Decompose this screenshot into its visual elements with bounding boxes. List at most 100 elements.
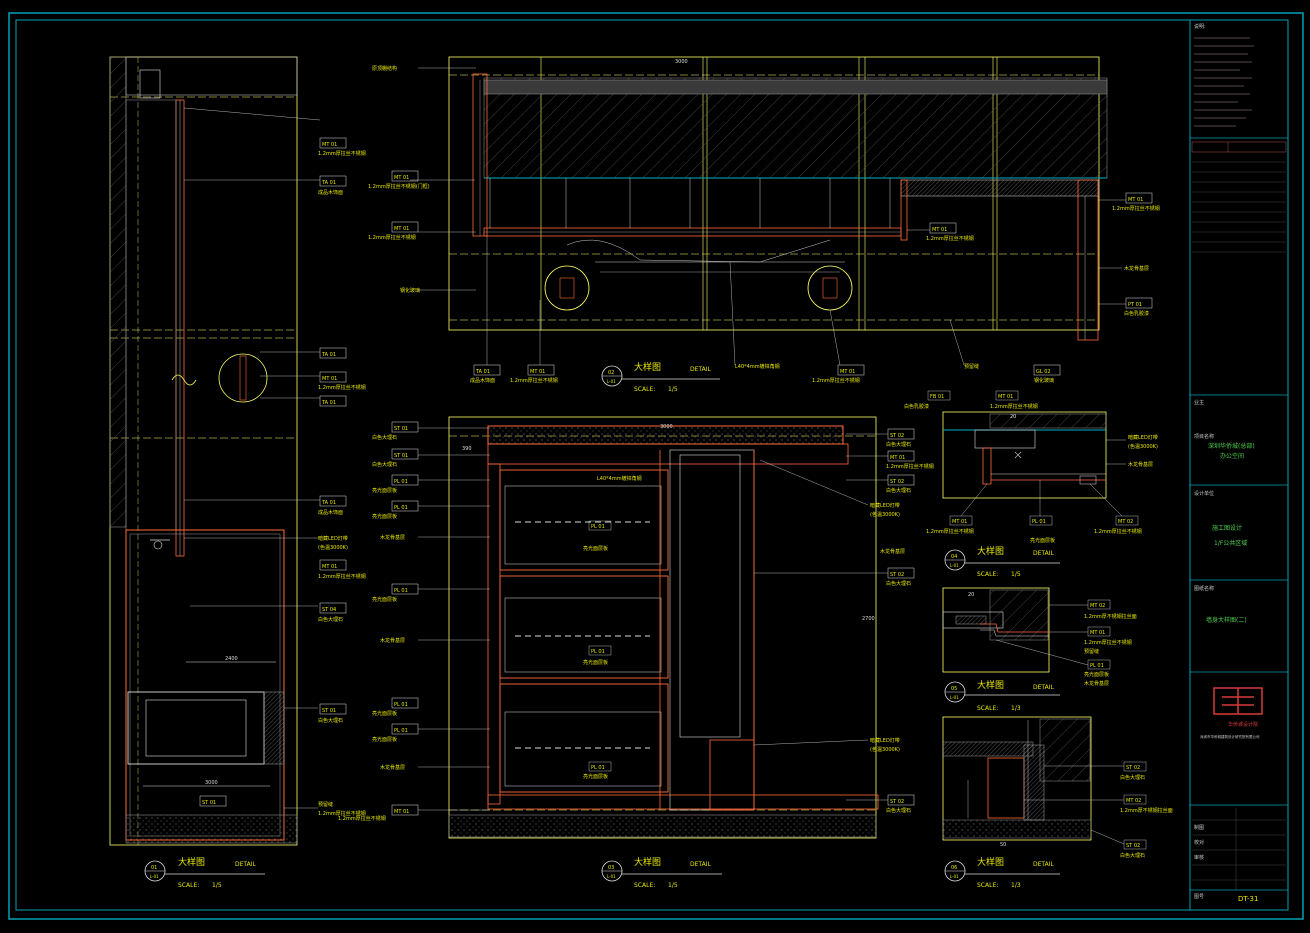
d03-drawer3-note: 亮光面层板 bbox=[583, 773, 608, 780]
tb-designer-label: 设计单位 bbox=[1194, 490, 1214, 497]
d05-tag-mt02: MT 02 bbox=[1090, 603, 1105, 609]
d01-tag-st04: ST 04 bbox=[322, 607, 336, 613]
d02-note-ta: 成品木饰面 bbox=[470, 377, 495, 384]
d03-note-backing2: 木龙骨基层 bbox=[380, 637, 405, 644]
d05-sheet: L-01 bbox=[950, 695, 959, 700]
d03-note-st4: 白色大理石 bbox=[886, 487, 911, 494]
d01-note-mt01c: 1.2mm厚拉丝不锈钢 bbox=[318, 573, 366, 580]
company-logo bbox=[1213, 687, 1263, 715]
d05-note-backing: 木龙骨基层 bbox=[1084, 680, 1109, 687]
d03-note-led-temp2: (色温3000K) bbox=[870, 746, 900, 753]
d05-note-mt01: 1.2mm厚不锈钢拉丝面 bbox=[1084, 613, 1137, 620]
sheet-frame-inner bbox=[15, 19, 1289, 911]
detail-03-title: 03 L-01 大样图 DETAIL SCALE: 1/5 bbox=[601, 856, 722, 889]
d05-dim: 20 bbox=[968, 592, 974, 598]
detail-02-drawing: 3000 bbox=[448, 56, 1108, 341]
d02-note-mt01c: 1.2mm厚拉丝不锈钢 bbox=[510, 377, 558, 384]
d03-note-pl3: 亮光面层板 bbox=[372, 596, 397, 603]
d01-tag-mt01: MT 01 bbox=[322, 142, 337, 148]
d03-note-st3: 白色大理石 bbox=[886, 441, 911, 448]
d05-title-en: DETAIL bbox=[1033, 684, 1054, 691]
d02-tag-pt01: PT 01 bbox=[1128, 302, 1142, 308]
d01-note-st: 白色大理石 bbox=[318, 616, 343, 623]
tb-sheet-label: 图号 bbox=[1194, 894, 1204, 900]
svg-text:原顶棚结构: 原顶棚结构 bbox=[372, 65, 397, 72]
d01-note-mt01d: 1.2mm厚拉丝不锈钢 bbox=[318, 810, 366, 817]
d03-note-pl: 亮光面层板 bbox=[372, 487, 397, 494]
detail-01-title: 01 L-01 大样图 DETAIL SCALE: 1/5 bbox=[144, 856, 265, 889]
d05-tag-pl01: PL 01 bbox=[1090, 663, 1104, 669]
d01-tag-ta01b: TA 01 bbox=[321, 352, 336, 358]
d04-scale: 1/5 bbox=[1011, 571, 1021, 578]
d03-note-backing3: 木龙骨基层 bbox=[380, 764, 405, 771]
d04-note-pl: 亮光面层板 bbox=[1030, 537, 1055, 544]
detail-05-callouts: MT 02 1.2mm厚不锈钢拉丝面 MT 01 1.2mm厚拉丝不锈钢 预留缝… bbox=[995, 599, 1137, 687]
d03-tag-st01b: ST 01 bbox=[394, 453, 408, 459]
detail-03-callouts: ST 01 白色大理石 ST 01 白色大理石 PL 01 亮光面层板 PL 0… bbox=[338, 421, 934, 822]
d02-tag-mt01f: MT 01 bbox=[1128, 197, 1143, 203]
d01-dim-w: 2400 bbox=[225, 656, 238, 662]
d04-tag-pl01: PL 01 bbox=[1032, 519, 1046, 525]
d01-note-mt01b: 1.2mm厚拉丝不锈钢 bbox=[318, 384, 366, 391]
d04-tag-fb01: FB 01 bbox=[930, 394, 944, 400]
d03-drawer3-tag: PL 01 bbox=[591, 765, 605, 771]
d02-tag-mt01b: MT 01 bbox=[394, 226, 409, 232]
d01-num: 01 bbox=[151, 865, 157, 871]
d01-tag-ta01d: TA 01 bbox=[321, 500, 336, 506]
d02-note-door: 1.2mm厚拉丝不锈钢(门框) bbox=[368, 183, 430, 190]
d01-note-led: 暗藏LED灯带 bbox=[318, 535, 348, 542]
d01-scale: 1/5 bbox=[212, 882, 222, 889]
detail-05-title: 05 L-01 大样图 DETAIL SCALE: 1/3 bbox=[944, 679, 1060, 712]
d02-note-seam: 预留缝 bbox=[964, 363, 979, 370]
d05-title-cn: 大样图 bbox=[977, 679, 1004, 691]
d04-tag-mt01b: MT 01 bbox=[952, 519, 967, 525]
detail-04-callouts: FB 01 白色乳胶漆 MT 01 1.2mm厚拉丝不锈钢 暗藏LED灯带 (色… bbox=[904, 390, 1158, 544]
d03-sheet: L-01 bbox=[607, 874, 616, 879]
d03-tag-st02c: ST 02 bbox=[890, 572, 904, 578]
detail-03-drawing: PL 01 亮光面层板 PL 01 亮光面层板 PL 01 亮光面层板 L40*… bbox=[448, 416, 879, 839]
d03-drawer2-note: 亮光面层板 bbox=[583, 659, 608, 666]
detail-02-title: 02 L-01 大样图 DETAIL SCALE: 1/5 bbox=[601, 361, 720, 393]
d05-note-seam: 预留缝 bbox=[1084, 648, 1099, 655]
detail-06-drawing: 50 bbox=[942, 716, 1092, 848]
d06-scale-label: SCALE: bbox=[977, 882, 998, 889]
d03-note-pl4: 亮光面层板 bbox=[372, 710, 397, 717]
d03-tag-st02d: ST 02 bbox=[890, 799, 904, 805]
detail-04-drawing: 20 bbox=[942, 411, 1107, 499]
d01-tag-ta01: TA 01 bbox=[321, 180, 336, 186]
d03-note-st5: 白色大理石 bbox=[886, 580, 911, 587]
d01-tag-mt01b: MT 01 bbox=[322, 376, 337, 382]
d03-note-pl2: 亮光面层板 bbox=[372, 513, 397, 520]
d03-note-st2: 白色大理石 bbox=[372, 461, 397, 468]
d02-note-glass: 钢化玻璃 bbox=[400, 287, 420, 294]
d04-dim: 20 bbox=[1010, 414, 1016, 420]
d03-dim-b: 2700 bbox=[862, 616, 875, 622]
d04-tag-mt01: MT 01 bbox=[998, 394, 1013, 400]
d02-num: 02 bbox=[608, 370, 614, 376]
tb-drawing-label: 图纸名称 bbox=[1194, 585, 1214, 592]
d03-strip-note: L40*4mm镀锌角钢 bbox=[597, 475, 642, 482]
d02-note-backing: 木龙骨基层 bbox=[1124, 265, 1149, 272]
tb-notes-head: 说明: bbox=[1194, 23, 1206, 30]
d03-tag-st02a: ST 02 bbox=[890, 433, 904, 439]
d04-tag-mt02: MT 02 bbox=[1118, 519, 1133, 525]
d04-note-mt01: 1.2mm厚拉丝不锈钢 bbox=[990, 403, 1038, 410]
d01-scale-label: SCALE: bbox=[178, 882, 199, 889]
d02-tag-ta01: TA 01 bbox=[475, 369, 490, 375]
d03-tag-pl01e: PL 01 bbox=[394, 728, 408, 734]
d03-title-cn: 大样图 bbox=[634, 856, 661, 868]
d03-scale-label: SCALE: bbox=[634, 882, 655, 889]
d02-tag-mt01d: MT 01 bbox=[840, 369, 855, 375]
d03-scale: 1/5 bbox=[668, 882, 678, 889]
d02-note-mt01e: 1.2mm厚拉丝不锈钢 bbox=[926, 235, 974, 242]
d02-note-strip: L40*4mm镀锌角钢 bbox=[735, 363, 780, 370]
tb-approve-label: 审核 bbox=[1194, 854, 1204, 861]
d03-note-led2: 暗藏LED灯带 bbox=[870, 737, 900, 744]
d03-note-mt01r: 1.2mm厚拉丝不锈钢 bbox=[886, 463, 934, 470]
d02-tag-mt01a: MT 01 bbox=[394, 175, 409, 181]
tb-company-sub: 深圳市华侨城建筑设计研究院有限公司 bbox=[1200, 734, 1260, 739]
d03-tag-pl01d: PL 01 bbox=[394, 702, 408, 708]
d01-note-st2: 白色大理石 bbox=[318, 717, 343, 724]
tb-client-label: 业主 bbox=[1194, 399, 1204, 406]
